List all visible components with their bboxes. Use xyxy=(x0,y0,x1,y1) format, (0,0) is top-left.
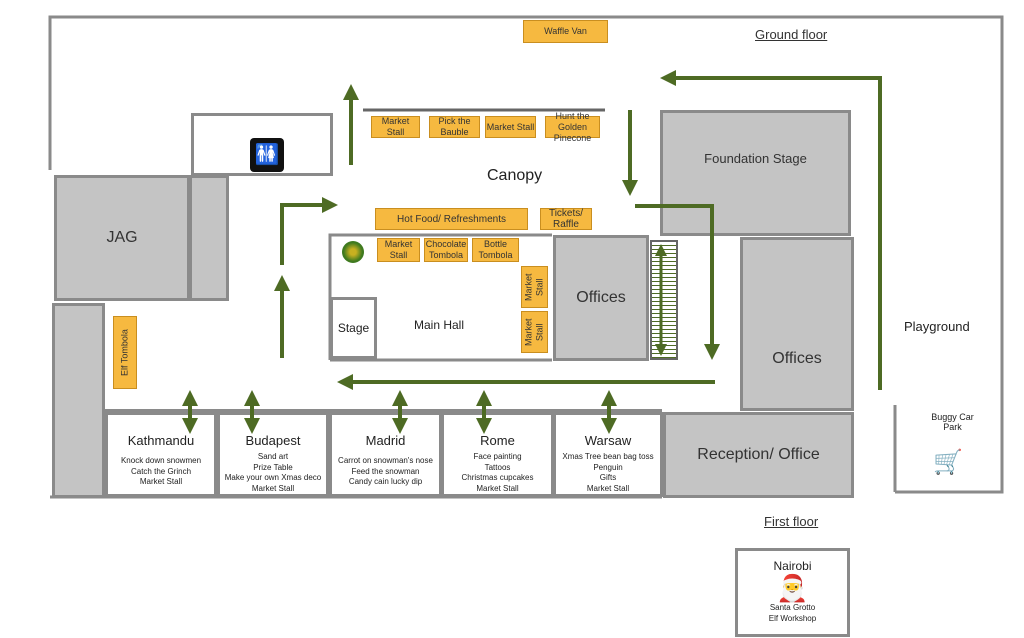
activity: Market Stall xyxy=(139,477,183,486)
activity: Tattoos xyxy=(484,462,511,472)
canopy-label: Canopy xyxy=(487,167,543,184)
first-floor-label: First floor xyxy=(764,514,819,529)
stall-hall-side-1: Market Stall xyxy=(521,266,548,308)
stall-hall-3: Bottle Tombola xyxy=(472,238,519,262)
left-corridor-room xyxy=(52,303,105,498)
room-budapest: Budapest Sand art Prize Table Make your … xyxy=(217,412,329,497)
room-name: Madrid xyxy=(365,433,406,448)
activity: Sand art xyxy=(257,452,289,461)
toilet-icon: 🚻 xyxy=(250,138,284,172)
activity: Face painting xyxy=(473,452,522,461)
activity: Market Stall xyxy=(251,483,295,493)
waffle-van: Waffle Van xyxy=(523,20,608,43)
room-nairobi: Nairobi 🎅 Santa Grotto Elf Workshop xyxy=(735,548,850,637)
stairs xyxy=(650,240,678,360)
activity: Make your own Xmas deco xyxy=(224,473,322,482)
stall-hall-2: Chocolate Tombola xyxy=(424,238,468,262)
foundation-stage: Foundation Stage xyxy=(660,110,851,236)
activity: Carrot on snowman's nose xyxy=(338,456,433,465)
room-kathmandu: Kathmandu Knock down snowmen Catch the G… xyxy=(105,412,217,497)
stall-top-3: Market Stall xyxy=(485,116,536,138)
offices-right: Offices xyxy=(740,237,854,411)
activity: Penguin xyxy=(593,462,623,472)
room-name: Budapest xyxy=(245,433,301,448)
playground-label: Playground xyxy=(904,319,970,334)
room-warsaw: Warsaw Xmas Tree bean bag toss Penguin G… xyxy=(553,412,663,497)
santa-icon: 🎅 xyxy=(776,573,809,603)
activity: Gifts xyxy=(599,473,617,482)
stage: Stage xyxy=(330,297,377,359)
activity: Knock down snowmen xyxy=(120,456,202,465)
hot-food-stall: Hot Food/ Refreshments xyxy=(375,208,528,230)
room-name: Kathmandu xyxy=(127,433,195,448)
toilets-room: 🚻 xyxy=(191,113,333,176)
activity: Xmas Tree bean bag toss xyxy=(562,452,654,461)
room-rome: Rome Face painting Tattoos Christmas cup… xyxy=(441,412,554,497)
elf-tombola: Elf Tombola xyxy=(113,316,137,389)
room-name: Warsaw xyxy=(584,433,632,448)
activity: Prize Table xyxy=(253,462,293,472)
stall-top-4: Hunt the Golden Pinecone xyxy=(545,111,600,143)
buggy-park-label: Buggy Car Park xyxy=(931,412,974,432)
buggy-icon: 🛒 xyxy=(933,449,963,476)
activity: Elf Workshop xyxy=(768,613,817,623)
room-name: Nairobi xyxy=(773,559,812,573)
wreath-icon xyxy=(342,241,364,263)
jag-room: JAG xyxy=(54,175,190,301)
main-hall-label: Main Hall xyxy=(414,318,465,332)
activity: Santa Grotto xyxy=(769,603,816,612)
reception-office: Reception/ Office xyxy=(663,412,854,498)
room-madrid: Madrid Carrot on snowman's nose Feed the… xyxy=(329,412,442,497)
stall-top-2: Pick the Bauble xyxy=(429,116,480,138)
ground-floor-label: Ground floor xyxy=(755,27,828,42)
jag-annex xyxy=(189,175,229,301)
activity: Catch the Grinch xyxy=(130,466,192,476)
room-name: Rome xyxy=(480,433,515,448)
offices-center: Offices xyxy=(553,235,649,361)
tickets-raffle-stall: Tickets/ Raffle xyxy=(540,208,592,230)
stall-hall-1: Market Stall xyxy=(377,238,420,262)
stall-hall-side-2: Market Stall xyxy=(521,311,548,353)
activity: Market Stall xyxy=(476,483,519,493)
activity: Christmas cupcakes xyxy=(461,473,534,482)
activity: Feed the snowman xyxy=(351,466,420,476)
activity: Market Stall xyxy=(586,483,630,493)
stall-top-1: Market Stall xyxy=(371,116,420,138)
activity: Candy cain lucky dip xyxy=(348,477,423,486)
